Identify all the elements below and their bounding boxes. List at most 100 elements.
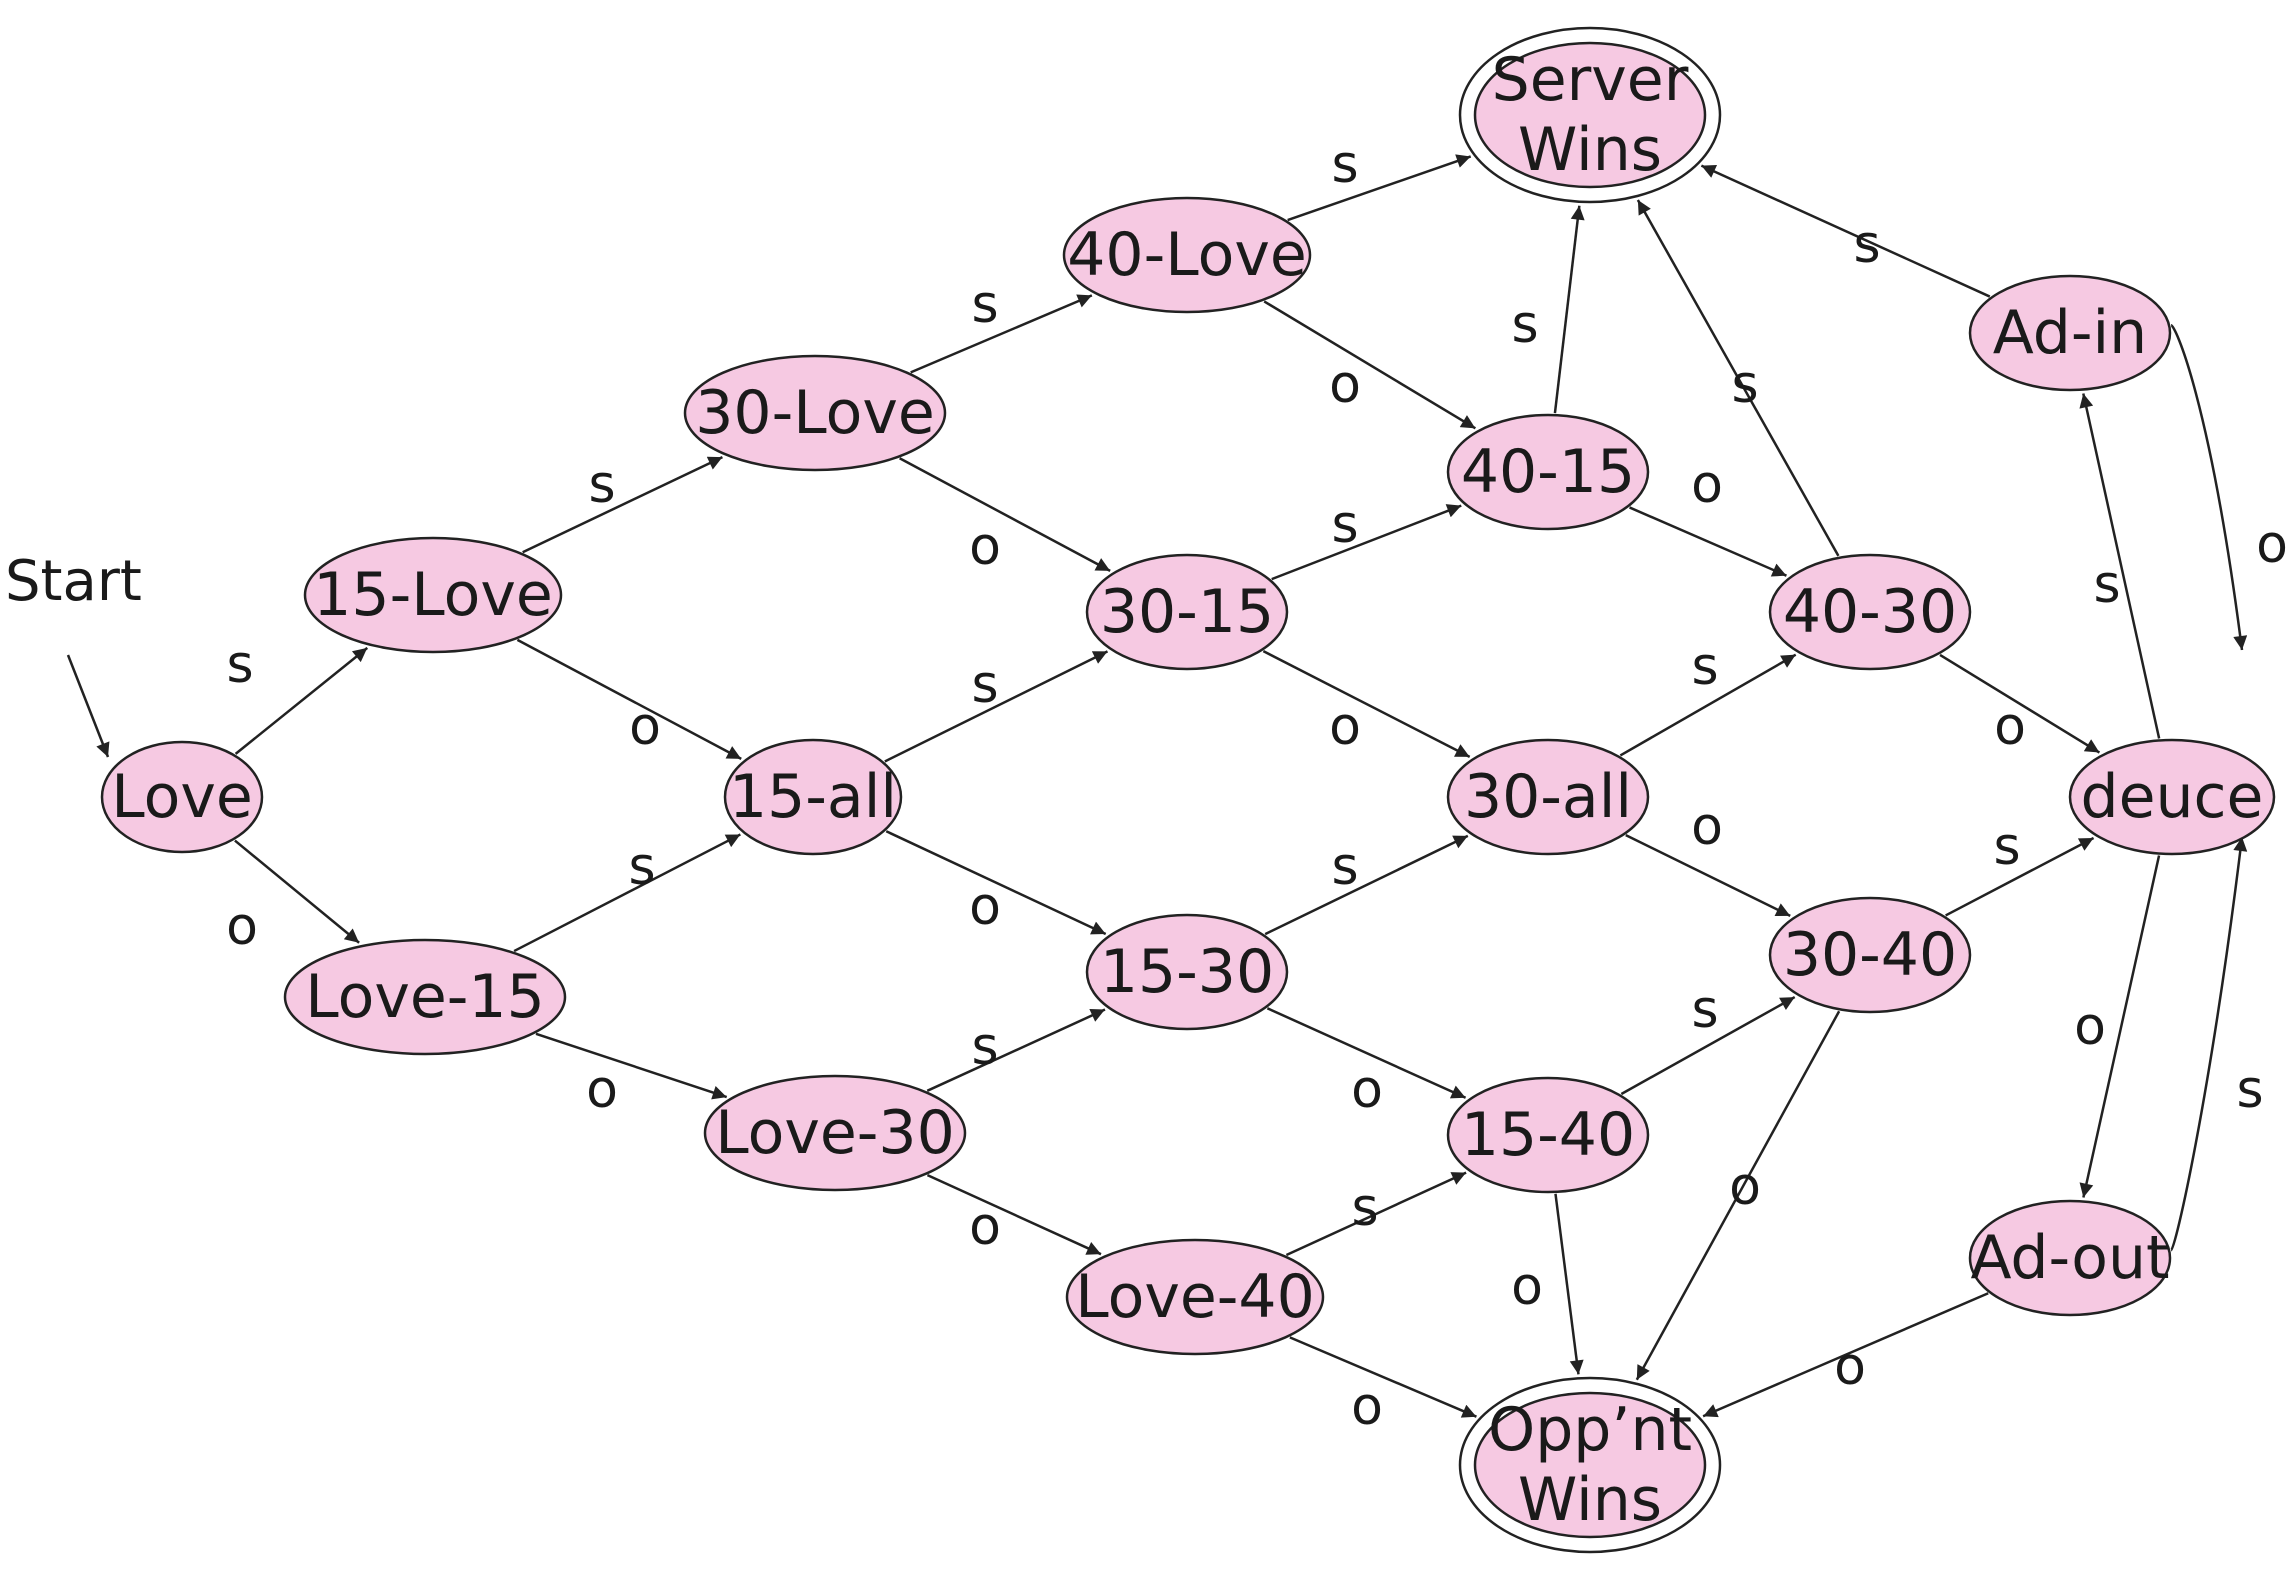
edge-label-30-15-to-40-15: s [1331,495,1358,555]
edge-label-40-15-to-server-wins: s [1511,295,1538,355]
edge-deuce-to-ad-out [2079,855,2161,1198]
state-label-15-all: 15-all [729,762,897,832]
edge-label-30-love-to-30-15: o [969,517,1001,577]
edge-love-40-to-oppnt-wins [1289,1336,1477,1418]
state-label-love-40: Love-40 [1075,1262,1315,1332]
edge-15-love-to-30-love [522,455,723,554]
edge-label-40-30-to-server-wins: s [1731,355,1758,415]
state-label-30-15: 30-15 [1100,577,1274,647]
state-ellipse-ad-out [1968,1199,2172,1317]
edge-40-15-to-server-wins [1553,205,1585,414]
edge-label-15-40-to-oppnt-wins: o [1511,1257,1543,1317]
state-node-ad-out: Ad-out [1968,1199,2172,1317]
edge-30-15-to-30-all [1262,650,1471,758]
edge-love-30-to-love-40 [926,1173,1102,1256]
state-ellipse-ad-in [1968,274,2172,392]
state-label-oppnt-wins-line-1: Opp’nt [1488,1395,1692,1465]
state-label-love: Love [111,762,253,832]
edge-label-deuce-to-ad-in: s [2093,555,2120,615]
state-ellipse-30-15 [1085,553,1289,671]
state-ellipse-server-wins [1473,41,1707,189]
edge-love-15-to-love-30 [535,1032,728,1100]
state-ellipse-love [100,740,264,854]
state-label-deuce: deuce [2081,762,2264,832]
state-ellipse-15-30 [1085,913,1289,1031]
edge-15-30-to-15-40 [1266,1007,1467,1099]
state-node-15-30: 15-30 [1085,913,1289,1031]
edge-label-love-15-to-15-all: s [628,837,655,897]
state-label-30-40: 30-40 [1783,920,1957,990]
edge-love-40-to-15-40 [1285,1171,1467,1257]
edge-label-love-15-to-love-30: o [586,1060,618,1120]
edge-15-40-to-oppnt-wins [1554,1193,1584,1375]
edge-label-ad-out-to-oppnt-wins: o [1834,1337,1866,1397]
edge-ad-out-to-oppnt-wins [1702,1292,1989,1418]
state-nodes: Love15-LoveLove-1530-Love15-allLove-3040… [100,26,2276,1554]
edge-label-30-15-to-30-all: o [1329,697,1361,757]
state-node-15-40: 15-40 [1446,1076,1650,1194]
edge-label-30-40-to-oppnt-wins: o [1729,1157,1761,1217]
state-ellipse-love-15 [283,938,567,1056]
edge-15-love-to-15-all [516,638,742,760]
edge-label-40-love-to-server-wins: s [1331,135,1358,195]
edge-label-15-all-to-15-30: o [969,877,1001,937]
state-node-30-all: 30-all [1446,738,1650,856]
edge-label-15-40-to-30-40: s [1691,980,1718,1040]
edge-love-to-love-15 [234,839,360,944]
state-ellipse-40-30 [1768,553,1972,671]
state-label-15-love: 15-Love [313,560,553,630]
state-label-love-30: Love-30 [715,1098,955,1168]
state-node-deuce: deuce [2068,738,2276,856]
edge-label-ad-out-to-deuce: s [2236,1060,2263,1120]
state-node-40-love: 40-Love [1062,196,1312,314]
state-label-40-15: 40-15 [1461,437,1635,507]
edge-15-40-to-30-40 [1620,995,1796,1096]
state-label-ad-out: Ad-out [1970,1223,2169,1293]
edge-30-40-to-deuce [1945,836,2095,917]
edge-40-30-to-server-wins [1636,199,1840,557]
edge-40-30-to-deuce [1939,653,2101,754]
state-label-ad-in: Ad-in [1993,298,2147,368]
state-node-15-love: 15-Love [303,536,563,654]
state-ellipse-30-love [683,354,947,472]
edge-30-all-to-30-40 [1625,834,1791,917]
state-node-love-40: Love-40 [1065,1238,1325,1356]
state-node-40-15: 40-15 [1446,413,1650,531]
transition-edges [234,154,2248,1418]
state-label-server-wins-line-2: Wins [1518,115,1662,185]
state-ellipse-15-all [723,738,903,856]
state-label-30-all: 30-all [1464,762,1632,832]
edge-ad-out-to-deuce [2169,836,2248,1252]
state-label-15-30: 15-30 [1100,937,1274,1007]
edge-deuce-to-ad-in [2079,393,2161,739]
edge-label-love-to-15-love: s [226,635,253,695]
state-ellipse-oppnt-wins [1473,1391,1707,1539]
state-ellipse-love-40 [1065,1238,1325,1356]
state-label-server-wins-line-1: Server [1492,45,1689,115]
edge-15-all-to-15-30 [885,830,1107,936]
edge-30-40-to-oppnt-wins [1635,1010,1841,1381]
state-label-40-love: 40-Love [1067,220,1307,290]
edge-label-30-all-to-30-40: o [1691,797,1723,857]
edge-love-15-to-15-all [513,833,741,953]
edge-label-40-30-to-deuce: o [1994,697,2026,757]
edge-label-love-30-to-15-30: s [971,1017,998,1077]
edge-40-love-to-40-15 [1263,300,1477,430]
edge-label-ad-in-to-deuce: o [2256,515,2288,575]
state-node-love-30: Love-30 [703,1074,967,1192]
edge-love-30-to-15-30 [926,1008,1106,1092]
edge-30-love-to-30-15 [899,457,1111,572]
edge-ad-in-to-server-wins [1700,164,1991,298]
state-ellipse-30-all [1446,738,1650,856]
state-ellipse-40-love [1062,196,1312,314]
edge-label-30-love-to-40-love: s [971,275,998,335]
edge-40-15-to-40-30 [1629,506,1787,577]
state-label-love-15: Love-15 [305,962,545,1032]
edge-label-deuce-to-ad-out: o [2074,997,2106,1057]
edge-15-30-to-30-all [1264,834,1469,936]
edge-label-ad-in-to-server-wins: s [1853,215,1880,275]
edge-label-love-40-to-15-40: s [1351,1178,1378,1238]
